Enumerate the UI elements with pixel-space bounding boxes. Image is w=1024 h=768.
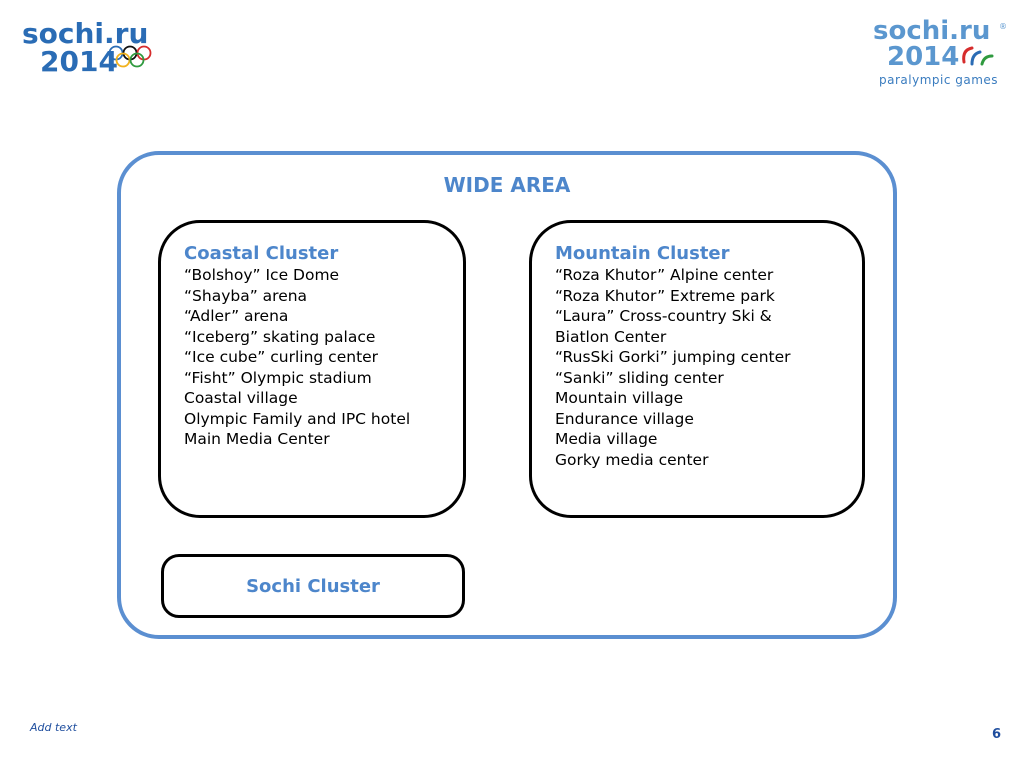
- list-item: Biatlon Center: [555, 327, 667, 346]
- wide-area-box: WIDE AREA Coastal Cluster “Bolshoy” Ice …: [117, 151, 897, 639]
- list-item: Olympic Family and IPC hotel: [184, 409, 411, 428]
- coastal-cluster-box: Coastal Cluster “Bolshoy” Ice Dome “Shay…: [158, 220, 466, 518]
- coastal-cluster-list: “Bolshoy” Ice Dome “Shayba” arena “Adler…: [184, 265, 453, 450]
- list-item: “Fisht” Olympic stadium: [184, 368, 372, 387]
- list-item: “Iceberg” skating palace: [184, 327, 376, 346]
- list-item: “Laura” Cross-country Ski &: [555, 307, 772, 325]
- wide-area-title: WIDE AREA: [443, 173, 571, 197]
- footer-text: Add text: [30, 721, 77, 734]
- list-item: “Roza Khutor” Extreme park: [555, 286, 775, 305]
- sochi-2014-paralympic-logo: sochi.ru 2014 paralympic games: [873, 18, 998, 86]
- list-item: Main Media Center: [184, 430, 330, 448]
- logo-line1: sochi.ru: [22, 17, 149, 50]
- paralympic-agitos-icon: [962, 46, 994, 66]
- list-item: Media village: [555, 430, 658, 448]
- list-item: Coastal village: [184, 389, 298, 407]
- list-item: Gorky media center: [555, 450, 709, 469]
- logo-subtitle: paralympic games: [879, 73, 999, 87]
- list-item: “RusSki Gorki” jumping center: [555, 348, 791, 366]
- sochi-2014-logo: sochi.ru 2014: [22, 20, 148, 76]
- logo-line1: sochi.ru: [873, 16, 991, 46]
- list-item: “Shayba” arena: [184, 286, 308, 305]
- logo-line2: 2014: [40, 45, 118, 78]
- sochi-cluster-box: Sochi Cluster: [161, 554, 465, 618]
- list-item: Endurance village: [555, 409, 694, 428]
- sochi-cluster-title: Sochi Cluster: [246, 575, 380, 597]
- olympic-rings-icon: [108, 45, 152, 68]
- list-item: “Roza Khutor” Alpine center: [555, 266, 774, 284]
- page-number: 6: [992, 727, 1002, 742]
- list-item: “Sanki” sliding center: [555, 368, 724, 387]
- list-item: “Adler” arena: [184, 307, 289, 325]
- mountain-cluster-title: Mountain Cluster: [555, 243, 730, 264]
- coastal-cluster-title: Coastal Cluster: [184, 243, 339, 264]
- mountain-cluster-box: Mountain Cluster “Roza Khutor” Alpine ce…: [529, 220, 865, 518]
- registered-icon: ®: [999, 22, 1007, 31]
- list-item: Mountain village: [555, 389, 684, 407]
- list-item: “Bolshoy” Ice Dome: [184, 266, 340, 284]
- logo-line2: 2014: [887, 42, 960, 72]
- mountain-cluster-list: “Roza Khutor” Alpine center “Roza Khutor…: [555, 265, 852, 470]
- list-item: “Ice cube” curling center: [184, 348, 379, 366]
